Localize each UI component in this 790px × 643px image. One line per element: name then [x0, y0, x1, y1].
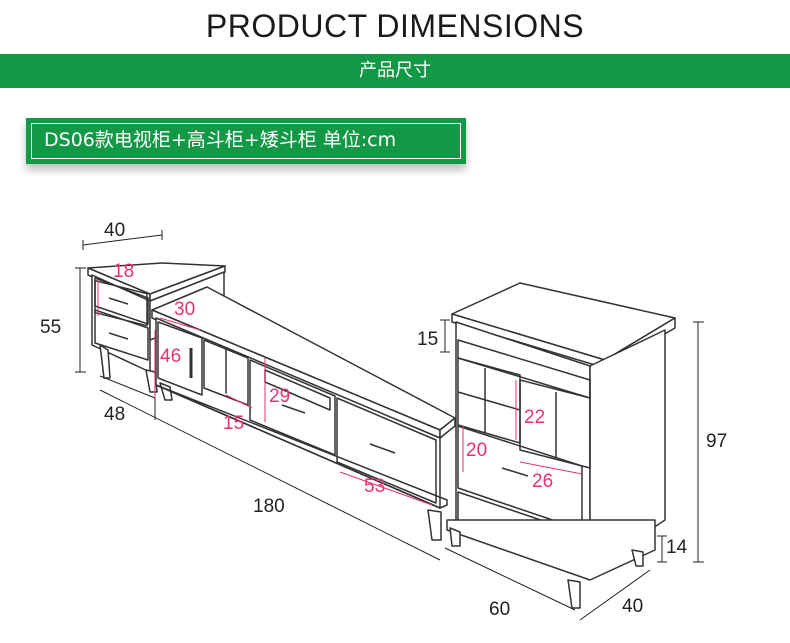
- dim-tall-depth: 40: [622, 596, 643, 617]
- section-band: 产品尺寸: [0, 54, 790, 88]
- dim-tv-length: 180: [253, 496, 285, 517]
- dim-low-width: 40: [104, 220, 125, 241]
- dim-low-drawer-width: 18: [113, 261, 134, 282]
- dim-tall-height: 97: [706, 431, 727, 452]
- dim-low-height: 55: [40, 317, 61, 338]
- dim-tv-drawer-width: 53: [364, 476, 385, 497]
- tall-cabinet: [446, 282, 676, 609]
- dim-tv-drawer-height: 29: [269, 386, 290, 407]
- section-subtitle: 产品尺寸: [359, 60, 431, 81]
- dim-tv-door-height: 46: [160, 346, 181, 367]
- dim-tall-width: 60: [489, 599, 510, 620]
- page-title: PRODUCT DIMENSIONS: [205, 8, 585, 44]
- dim-tv-shelf-gap: 15: [223, 413, 244, 434]
- dim-tall-drawer-width: 26: [532, 471, 553, 492]
- dim-tall-shelf: 22: [524, 407, 545, 428]
- model-label: DS06款电视柜+高斗柜+矮斗柜 单位:cm: [31, 123, 461, 159]
- dim-tall-drawer-height: 20: [466, 440, 487, 461]
- model-label-box: DS06款电视柜+高斗柜+矮斗柜 单位:cm: [26, 118, 466, 164]
- dim-tv-height: 15: [417, 329, 438, 350]
- dim-tall-leg: 14: [666, 537, 688, 558]
- dim-tv-door-width: 30: [174, 299, 195, 320]
- dim-low-depth: 48: [104, 404, 125, 425]
- tv-cabinet: [151, 286, 456, 541]
